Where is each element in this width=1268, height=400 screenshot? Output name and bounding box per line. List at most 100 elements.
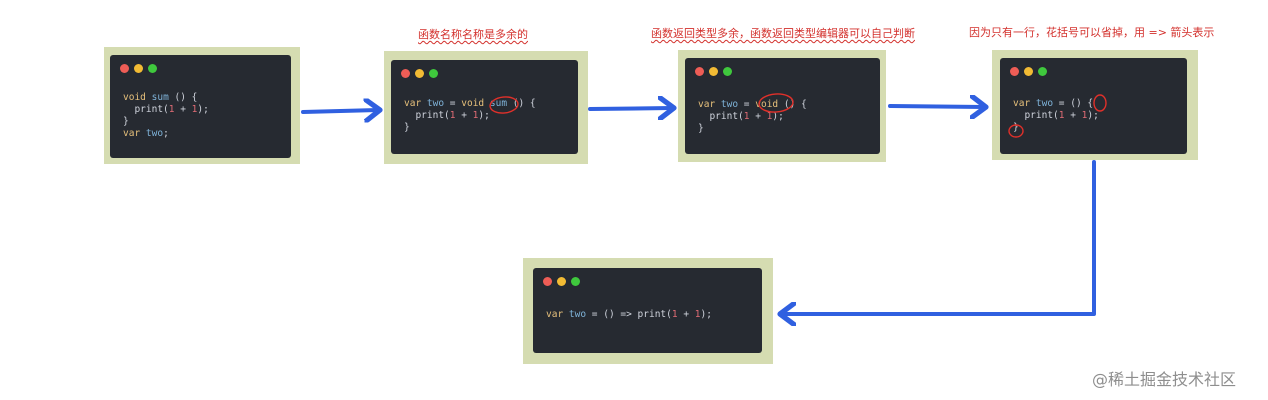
circle-mark-open-brace — [1093, 94, 1107, 112]
code-token: ); — [772, 111, 784, 122]
code-token: ); — [478, 110, 490, 121]
code-token: } — [123, 116, 129, 127]
code-snippet-4: var two = () { print(1 + 1);} — [1013, 98, 1099, 134]
code-token: = — [444, 98, 462, 109]
code-token: 1 — [1081, 110, 1088, 121]
code-token: () { — [168, 92, 198, 103]
code-token: ); — [700, 309, 712, 320]
code-token: ); — [1087, 110, 1099, 121]
code-snippet-3: var two = void () { print(1 + 1);} — [698, 99, 807, 135]
code-token: var — [1013, 98, 1031, 109]
arrow-1-to-2 — [301, 110, 378, 112]
maximize-dot-icon — [723, 67, 732, 76]
minimize-dot-icon — [134, 64, 143, 73]
code-token: + — [1064, 110, 1082, 121]
code-token: + — [455, 110, 473, 121]
code-token: 1 — [1058, 110, 1065, 121]
window-controls — [401, 69, 438, 78]
code-card-3: var two = void () { print(1 + 1);} — [678, 50, 886, 162]
code-window-2: var two = void sum () { print(1 + 1);} — [391, 60, 578, 154]
minimize-dot-icon — [557, 277, 566, 286]
code-token: 1 — [191, 104, 198, 115]
code-snippet-1: void sum () { print(1 + 1);}var two; — [123, 92, 209, 140]
code-line: } — [404, 122, 536, 134]
code-token: print( — [123, 104, 169, 115]
minimize-dot-icon — [709, 67, 718, 76]
code-token: print( — [1013, 110, 1059, 121]
code-token: = () { — [1053, 98, 1094, 109]
code-token: 1 — [168, 104, 175, 115]
minimize-dot-icon — [415, 69, 424, 78]
code-token: } — [698, 123, 704, 134]
code-line: void sum () { — [123, 92, 209, 104]
code-snippet-5: var two = () => print(1 + 1); — [546, 309, 712, 321]
code-line: var two = void () { — [698, 99, 807, 111]
arrow-4-to-5 — [782, 160, 1096, 314]
code-token: = () => print( — [586, 309, 672, 320]
close-dot-icon — [401, 69, 410, 78]
code-token: two — [1035, 98, 1054, 109]
code-token: print( — [698, 111, 744, 122]
code-token: + — [749, 111, 767, 122]
annotation-step4: 因为只有一行，花括号可以省掉，用 => 箭头表示 — [969, 26, 1215, 39]
code-card-1: void sum () { print(1 + 1);}var two; — [104, 47, 300, 164]
code-token: void — [461, 98, 485, 109]
code-token: 1 — [449, 110, 456, 121]
code-token: + — [677, 309, 695, 320]
code-token: sum — [151, 92, 169, 103]
code-line: print(1 + 1); — [123, 104, 209, 116]
maximize-dot-icon — [429, 69, 438, 78]
code-line: } — [698, 123, 807, 135]
close-dot-icon — [695, 67, 704, 76]
code-token: 1 — [694, 309, 701, 320]
maximize-dot-icon — [1038, 67, 1047, 76]
code-token: print( — [404, 110, 450, 121]
circle-mark-sum — [489, 96, 519, 114]
code-token: } — [1013, 122, 1019, 133]
code-line: var two = () => print(1 + 1); — [546, 309, 712, 321]
minimize-dot-icon — [1024, 67, 1033, 76]
code-token: ; — [163, 128, 169, 139]
code-token: sum — [489, 98, 508, 109]
code-token: 1 — [472, 110, 479, 121]
code-window-4: var two = () { print(1 + 1);} — [1000, 58, 1187, 154]
code-token: var — [404, 98, 422, 109]
code-token: () { — [778, 99, 807, 110]
arrow-3-to-4 — [888, 106, 984, 107]
code-window-1: void sum () { print(1 + 1);}var two; — [110, 55, 291, 158]
code-window-3: var two = void () { print(1 + 1);} — [685, 58, 880, 154]
code-token: } — [404, 122, 410, 133]
code-token: + — [174, 104, 192, 115]
window-controls — [1010, 67, 1047, 76]
window-controls — [695, 67, 732, 76]
code-token: two — [426, 98, 445, 109]
window-controls — [543, 277, 580, 286]
code-line: print(1 + 1); — [404, 110, 536, 122]
code-line: } — [123, 116, 209, 128]
circle-mark-close-brace — [1008, 124, 1024, 138]
code-card-2: var two = void sum () { print(1 + 1);} — [384, 51, 588, 164]
code-token: 1 — [671, 309, 678, 320]
annotation-step3: 函数返回类型多余，函数返回类型编辑器可以自己判断 — [651, 27, 915, 40]
annotation-step2: 函数名称名称是多余的 — [418, 28, 528, 41]
code-token: two — [720, 99, 739, 110]
code-token: ); — [197, 104, 209, 115]
maximize-dot-icon — [571, 277, 580, 286]
close-dot-icon — [1010, 67, 1019, 76]
code-token: two — [145, 128, 164, 139]
code-token: void — [123, 92, 146, 103]
code-window-5: var two = () => print(1 + 1); — [533, 268, 762, 353]
arrow-2-to-3 — [588, 108, 672, 109]
code-token: = — [738, 99, 756, 110]
circle-mark-void — [758, 93, 794, 113]
code-line: var two = () { — [1013, 98, 1099, 110]
code-line: print(1 + 1); — [1013, 110, 1099, 122]
window-controls — [120, 64, 157, 73]
watermark: @稀土掘金技术社区 — [1092, 370, 1237, 389]
code-token: two — [568, 309, 587, 320]
code-token: 1 — [743, 111, 750, 122]
code-token: 1 — [766, 111, 773, 122]
code-line: var two; — [123, 128, 209, 140]
code-card-5: var two = () => print(1 + 1); — [523, 258, 773, 364]
